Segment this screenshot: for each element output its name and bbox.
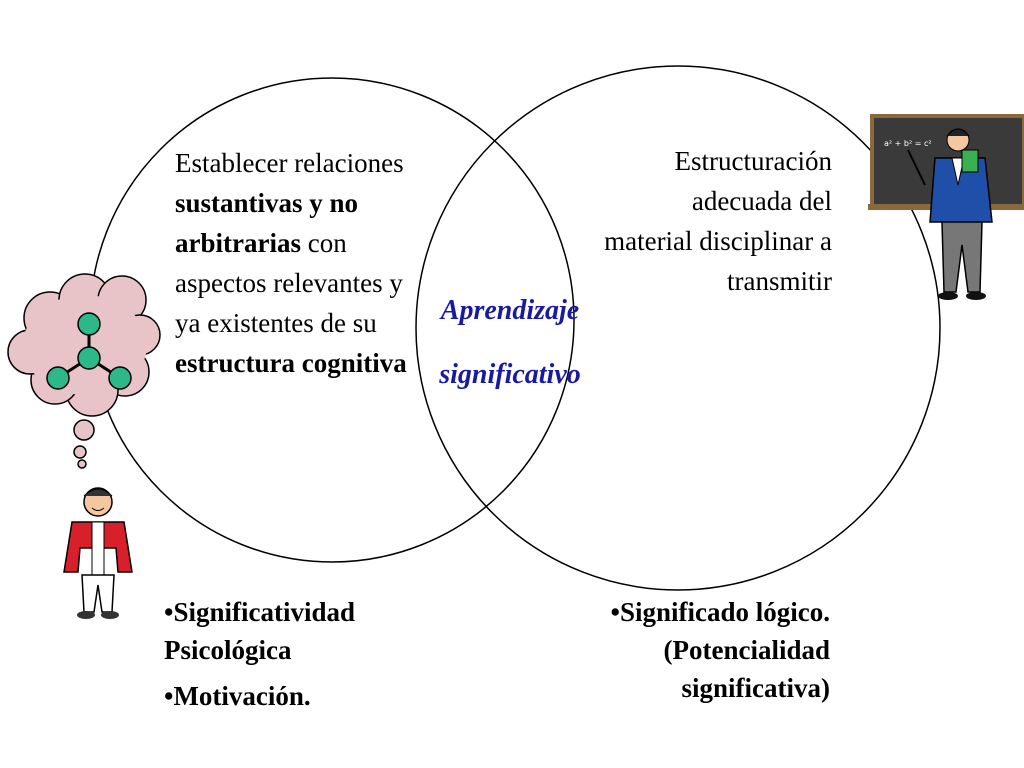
- center-label: Aprendizaje significativo: [439, 295, 581, 390]
- student-figure-icon: [63, 487, 133, 619]
- thought-bubble-molecule-icon: [7, 273, 161, 469]
- right-circle: [415, 65, 941, 591]
- list-item: •Significatividad Psicológica: [164, 597, 355, 665]
- bottom-left-list: •Significatividad Psicológica •Motivació…: [164, 593, 434, 723]
- blackboard-formula: a² + b² = c²: [884, 139, 932, 148]
- key-phrase: estructura cognitiva: [175, 348, 407, 378]
- list-item: •Significado lógico. (Potencialidad sign…: [610, 597, 830, 703]
- key-phrase: sustantivas y no arbitrarias: [175, 188, 359, 258]
- left-description: Establecer relaciones sustantivas y no a…: [175, 148, 407, 378]
- right-description: Estructuración adecuada del material dis…: [604, 146, 832, 296]
- bottom-right-list: •Significado lógico. (Potencialidad sign…: [590, 593, 830, 715]
- teacher-at-blackboard-icon: a² + b² = c²: [868, 114, 1024, 300]
- list-item: •Motivación.: [164, 681, 311, 711]
